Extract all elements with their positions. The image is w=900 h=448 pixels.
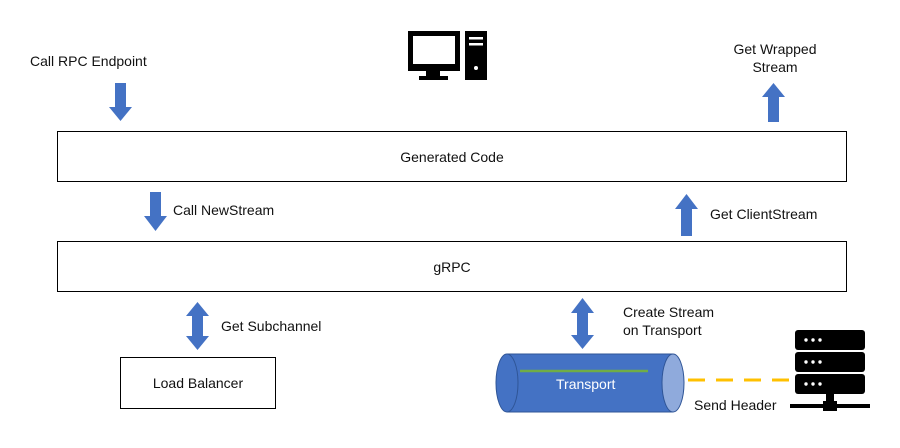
- send-header-label: Send Header: [694, 397, 777, 413]
- double-arrow-get-subchannel: [186, 302, 209, 350]
- get-subchannel-label: Get Subchannel: [221, 318, 322, 334]
- transport-label: Transport: [556, 376, 616, 392]
- double-arrow-create-stream: [571, 298, 594, 349]
- create-stream-line-2: on Transport: [623, 322, 702, 338]
- load-balancer-box: Load Balancer: [120, 357, 276, 409]
- call-rpc-endpoint-label: Call RPC Endpoint: [30, 53, 147, 69]
- arrow-up-get-clientstream: [675, 194, 698, 236]
- create-stream-line-1: Create Stream: [623, 304, 715, 320]
- generated-code-box: Generated Code: [57, 131, 847, 182]
- server-rack-icon: [790, 330, 870, 411]
- arrow-up-get-wrapped: [762, 83, 785, 122]
- load-balancer-label: Load Balancer: [152, 375, 244, 391]
- grpc-box: gRPC: [57, 241, 847, 292]
- get-clientstream-label: Get ClientStream: [710, 206, 818, 222]
- get-wrapped-stream-label: Get Wrapped Stream: [730, 40, 820, 76]
- call-newstream-label: Call NewStream: [173, 202, 275, 218]
- grpc-label: gRPC: [433, 258, 471, 275]
- transport-cylinder: [495, 353, 685, 413]
- create-stream-label: Create Stream on Transport: [623, 303, 714, 339]
- arrow-down-call-newstream: [144, 192, 167, 231]
- desktop-computer-icon: [408, 31, 487, 80]
- get-wrapped-line-2: Stream: [752, 59, 798, 75]
- arrow-down-call-rpc: [109, 83, 132, 121]
- get-wrapped-line-1: Get Wrapped: [733, 41, 817, 57]
- generated-code-label: Generated Code: [400, 148, 504, 165]
